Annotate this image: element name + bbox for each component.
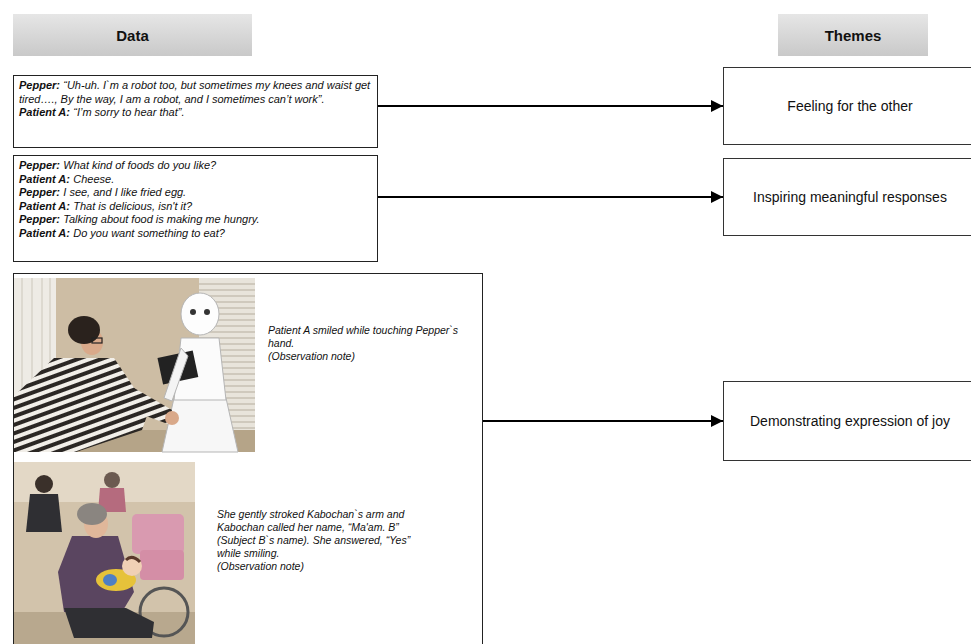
speaker-name: Patient A:: [19, 200, 70, 212]
column-header: Themes: [778, 14, 928, 56]
dialogue-line: Patient A:Cheese.: [19, 173, 372, 187]
theme-box: Feeling for the other: [723, 67, 971, 145]
dialogue-line: Pepper:“Uh-uh. I`m a robot too, but some…: [19, 79, 372, 106]
column-header: Data: [13, 14, 252, 56]
speaker-name: Patient A:: [19, 106, 70, 118]
speaker-name: Pepper:: [19, 79, 60, 91]
utterance: I see, and I like fried egg.: [63, 186, 186, 198]
utterance: “Uh-uh. I`m a robot too, but sometimes m…: [19, 79, 370, 105]
speaker-name: Pepper:: [19, 213, 60, 225]
theme-text: Feeling for the other: [787, 98, 912, 114]
dialogue-box: Pepper:“Uh-uh. I`m a robot too, but some…: [13, 75, 378, 148]
dialogue-line: Pepper:I see, and I like fried egg.: [19, 186, 372, 200]
speaker-name: Pepper:: [19, 159, 60, 171]
dialogue-line: Pepper:Talking about food is making me h…: [19, 213, 372, 227]
note-group: She gently stroked Kabochan`s arm and Ka…: [217, 508, 429, 573]
observation-note: Patient A smiled while touching Pepper`s…: [268, 324, 464, 350]
utterance: “I’m sorry to hear that”.: [73, 106, 184, 118]
utterance: Talking about food is making me hungry.: [63, 213, 259, 225]
speaker-name: Patient A:: [19, 173, 70, 185]
photo-kabochan: [14, 462, 195, 644]
theme-text: Demonstrating expression of joy: [750, 413, 950, 429]
dialogue-line: Patient A:That is delicious, isn't it?: [19, 200, 372, 214]
arrow-connector: [483, 420, 723, 422]
arrow-connector: [378, 196, 723, 198]
dialogue-line: Patient A:“I’m sorry to hear that”.: [19, 106, 372, 120]
speaker-name: Pepper:: [19, 186, 60, 198]
utterance: Do you want something to eat?: [73, 227, 225, 239]
dialogue-line: Patient A:Do you want something to eat?: [19, 227, 372, 241]
theme-box: Demonstrating expression of joy: [723, 381, 971, 461]
observation-note: (Observation note): [217, 560, 429, 573]
arrow-connector: [378, 105, 723, 107]
utterance: That is delicious, isn't it?: [73, 200, 192, 212]
speaker-name: Patient A:: [19, 227, 70, 239]
dialogue-line: Pepper:What kind of foods do you like?: [19, 159, 372, 173]
theme-text: Inspiring meaningful responses: [753, 189, 947, 205]
header-text: Themes: [825, 27, 882, 44]
observation-note: (Observation note): [268, 350, 464, 363]
theme-box: Inspiring meaningful responses: [723, 158, 971, 236]
utterance: Cheese.: [73, 173, 114, 185]
photo-pepper: [14, 278, 255, 452]
observation-note: She gently stroked Kabochan`s arm and Ka…: [217, 508, 429, 560]
dialogue-box: Pepper:What kind of foods do you like?Pa…: [13, 155, 378, 262]
note-group: Patient A smiled while touching Pepper`s…: [268, 324, 464, 363]
utterance: What kind of foods do you like?: [63, 159, 216, 171]
observation-box: Patient A smiled while touching Pepper`s…: [13, 273, 483, 644]
header-text: Data: [116, 27, 149, 44]
